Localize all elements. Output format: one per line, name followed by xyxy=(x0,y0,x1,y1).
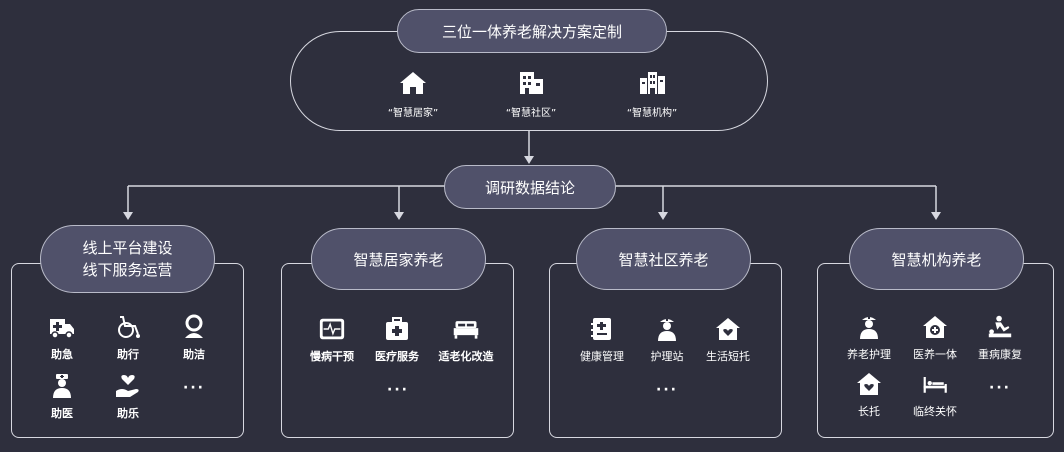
card-title: 智慧机构养老 xyxy=(891,250,982,269)
card-item: 养老护理 xyxy=(829,314,909,362)
card-title-pill: 线上平台建设 线下服务运营 xyxy=(40,225,215,293)
top-item-label: “智慧居家” xyxy=(387,108,439,119)
top-item-institution: “智慧机构” xyxy=(602,70,702,119)
card-item-label: 助急 xyxy=(51,348,73,361)
card-title: 智慧居家养老 xyxy=(353,250,444,269)
card-item-label: 医养一体 xyxy=(913,348,957,361)
middle-title: 调研数据结论 xyxy=(484,178,575,197)
top-title: 三位一体养老解决方案定制 xyxy=(441,22,622,41)
card-item-label: 健康管理 xyxy=(580,350,624,363)
top-item-home: “智慧居家” xyxy=(363,70,463,119)
card-item: 医疗服务 xyxy=(357,316,437,364)
card-item: 护理站 xyxy=(627,316,707,364)
medical-kit-icon xyxy=(386,317,408,340)
bed-icon xyxy=(453,321,479,339)
card-item-label: 慢病干预 xyxy=(310,350,354,363)
card-item: 助行 xyxy=(88,314,168,362)
heart-hand-icon xyxy=(116,375,139,397)
home-heart-icon xyxy=(716,318,740,340)
doctor-icon xyxy=(53,374,71,398)
card-item-label: 临终关怀 xyxy=(913,405,957,418)
card-item: 慢病干预 xyxy=(292,316,372,364)
card-item: 重病康复 xyxy=(960,314,1040,362)
house-icon xyxy=(400,72,426,94)
card-item: 临终关怀 xyxy=(895,371,975,419)
card-item-label: 医疗服务 xyxy=(375,350,419,363)
institution-building-icon xyxy=(640,72,665,94)
card-title-line1: 线上平台建设 xyxy=(82,239,173,257)
more-ellipsis: ··· xyxy=(183,380,205,396)
card-item: 医养一体 xyxy=(895,314,975,362)
card-item-label: 长托 xyxy=(858,405,880,418)
card-item-label: 护理站 xyxy=(650,350,684,363)
top-title-pill: 三位一体养老解决方案定制 xyxy=(397,9,667,53)
top-item-label: “智慧机构” xyxy=(626,108,678,119)
middle-title-pill: 调研数据结论 xyxy=(444,165,616,209)
card-item-label: 适老化改造 xyxy=(438,350,494,363)
card-item-label: 养老护理 xyxy=(847,348,891,361)
card-item: 生活短托 xyxy=(688,316,768,364)
card-item: 助急 xyxy=(22,314,102,362)
nurse-icon xyxy=(860,316,878,339)
more-ellipsis: ··· xyxy=(387,382,409,398)
card-title-pill: 智慧社区养老 xyxy=(576,228,751,290)
cleaner-icon xyxy=(185,314,203,338)
card-item: 助洁 xyxy=(154,314,234,362)
card-title-line2: 线下服务运营 xyxy=(82,261,173,279)
nurse-icon xyxy=(658,318,676,341)
medical-home-icon xyxy=(923,316,947,338)
card-title-pill: 智慧机构养老 xyxy=(849,228,1024,290)
card-item-label: 助医 xyxy=(51,407,73,420)
card-item: 适老化改造 xyxy=(426,316,506,364)
massage-icon xyxy=(988,315,1012,338)
card-item: 助医 xyxy=(22,373,102,421)
health-record-icon xyxy=(591,318,611,340)
card-item-label: 重病康复 xyxy=(978,348,1022,361)
top-item-community: “智慧社区” xyxy=(481,70,581,119)
more-ellipsis: ··· xyxy=(656,382,678,398)
card-item-label: 助洁 xyxy=(183,348,205,361)
card-item: 健康管理 xyxy=(562,316,642,364)
home-heart-icon xyxy=(857,373,881,395)
top-item-label: “智慧社区” xyxy=(505,108,557,119)
community-building-icon xyxy=(520,72,543,94)
card-item: 长托 xyxy=(829,371,909,419)
card-item-label: 生活短托 xyxy=(706,350,750,363)
card-item-label: 助乐 xyxy=(117,407,139,420)
ambulance-icon xyxy=(50,319,74,339)
card-item: 助乐 xyxy=(88,373,168,421)
heart-monitor-icon xyxy=(319,318,345,340)
card-title: 智慧社区养老 xyxy=(618,250,709,269)
wheelchair-icon xyxy=(118,316,140,338)
more-ellipsis: ··· xyxy=(989,380,1011,396)
card-title-pill: 智慧居家养老 xyxy=(311,228,486,290)
hospital-bed-icon xyxy=(923,377,947,393)
card-item-label: 助行 xyxy=(117,348,139,361)
